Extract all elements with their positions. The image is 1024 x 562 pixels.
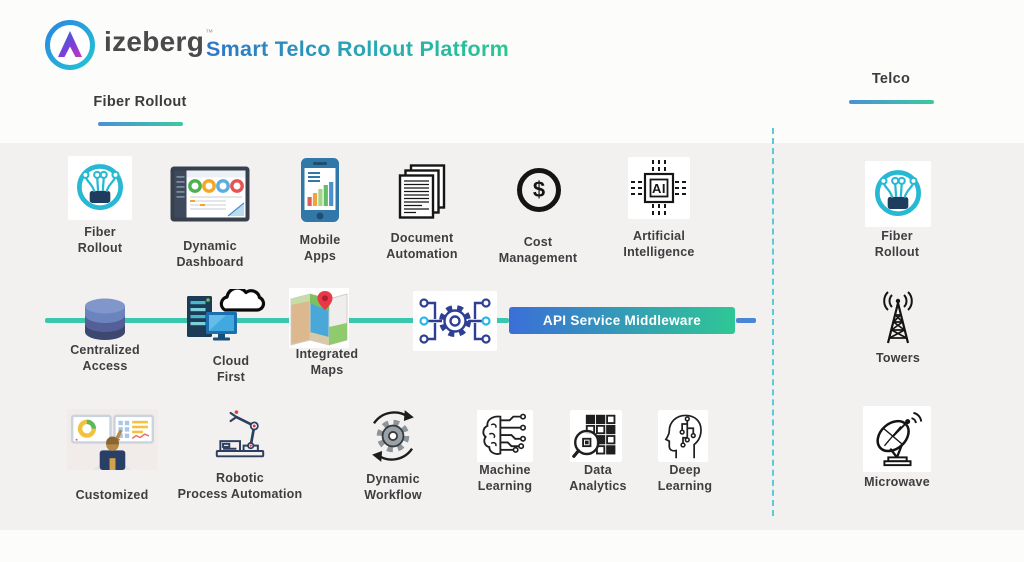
tab-telco[interactable]: Telco [871,71,911,87]
map-pin-icon [290,291,348,346]
list-item [477,410,533,462]
ai-glyph: AI [652,180,666,196]
middleware-line [45,318,509,323]
item-label: Data Analytics [569,463,627,494]
brand-label: izeberg [104,26,205,57]
tab-fiber-rollout[interactable]: Fiber Rollout [93,94,187,110]
list-item [658,410,708,462]
list-item [865,161,931,227]
ai-chip-icon [631,160,687,216]
item-label: Customized [75,488,149,502]
documents-stack-icon [398,164,446,219]
database-icon [85,298,125,340]
api-middleware-banner: API Service Middleware [509,307,735,334]
page-title: Smart Telco Rollout Platform [206,37,510,61]
smartphone-chart-icon [301,158,339,222]
head-circuit-icon [664,414,702,459]
item-label: Mobile Apps [299,233,341,264]
top-band [0,0,1024,143]
item-label: Fiber Rollout [874,229,920,260]
server-cloud-icon [187,289,266,341]
item-label: Microwave [864,475,930,489]
item-label: Integrated Maps [295,347,359,378]
vertical-dashed-divider [772,128,774,516]
list-item [413,291,497,351]
tab-telco-underline [849,100,934,104]
middleware-line-tail [736,318,756,323]
brand-name: izeberg™ [104,26,214,58]
brain-circuit-icon [482,413,527,455]
item-label: Artificial Intelligence [623,229,695,260]
dashboard-laptop-icon [170,166,250,222]
fiber-optic-icon [868,164,928,224]
tab-fiber-rollout-underline [98,122,183,126]
item-label: Document Automation [386,231,458,262]
magnifier-grid-icon [572,414,616,458]
item-label: Fiber Rollout [77,225,123,256]
item-label: Cost Management [498,235,578,266]
satellite-dish-icon [876,411,923,467]
item-label: Deep Learning [657,463,713,494]
item-label: Dynamic Workflow [364,472,422,503]
list-item [68,156,132,220]
item-label: Robotic Process Automation [177,471,303,502]
trademark-symbol: ™ [205,28,214,37]
api-integration-gear-icon [419,298,491,344]
item-label: Centralized Access [70,343,140,374]
gear-cycle-icon [372,410,414,462]
item-label: Towers [875,351,921,365]
person-workstation-icon [67,409,158,470]
item-label: Dynamic Dashboard [176,239,244,270]
item-label: Cloud First [212,354,250,385]
dollar-circle-icon: $ [517,168,561,212]
list-item: AI [628,157,690,219]
dollar-glyph: $ [532,177,546,202]
item-label: Machine Learning [477,463,533,494]
bottom-band [0,530,1024,562]
radio-tower-icon [883,291,913,344]
robotic-arm-icon [215,410,265,458]
list-item [570,410,622,462]
list-item [863,406,931,472]
list-item [289,288,349,348]
izeberg-logo-icon [45,20,95,70]
fiber-optic-icon [70,158,130,218]
